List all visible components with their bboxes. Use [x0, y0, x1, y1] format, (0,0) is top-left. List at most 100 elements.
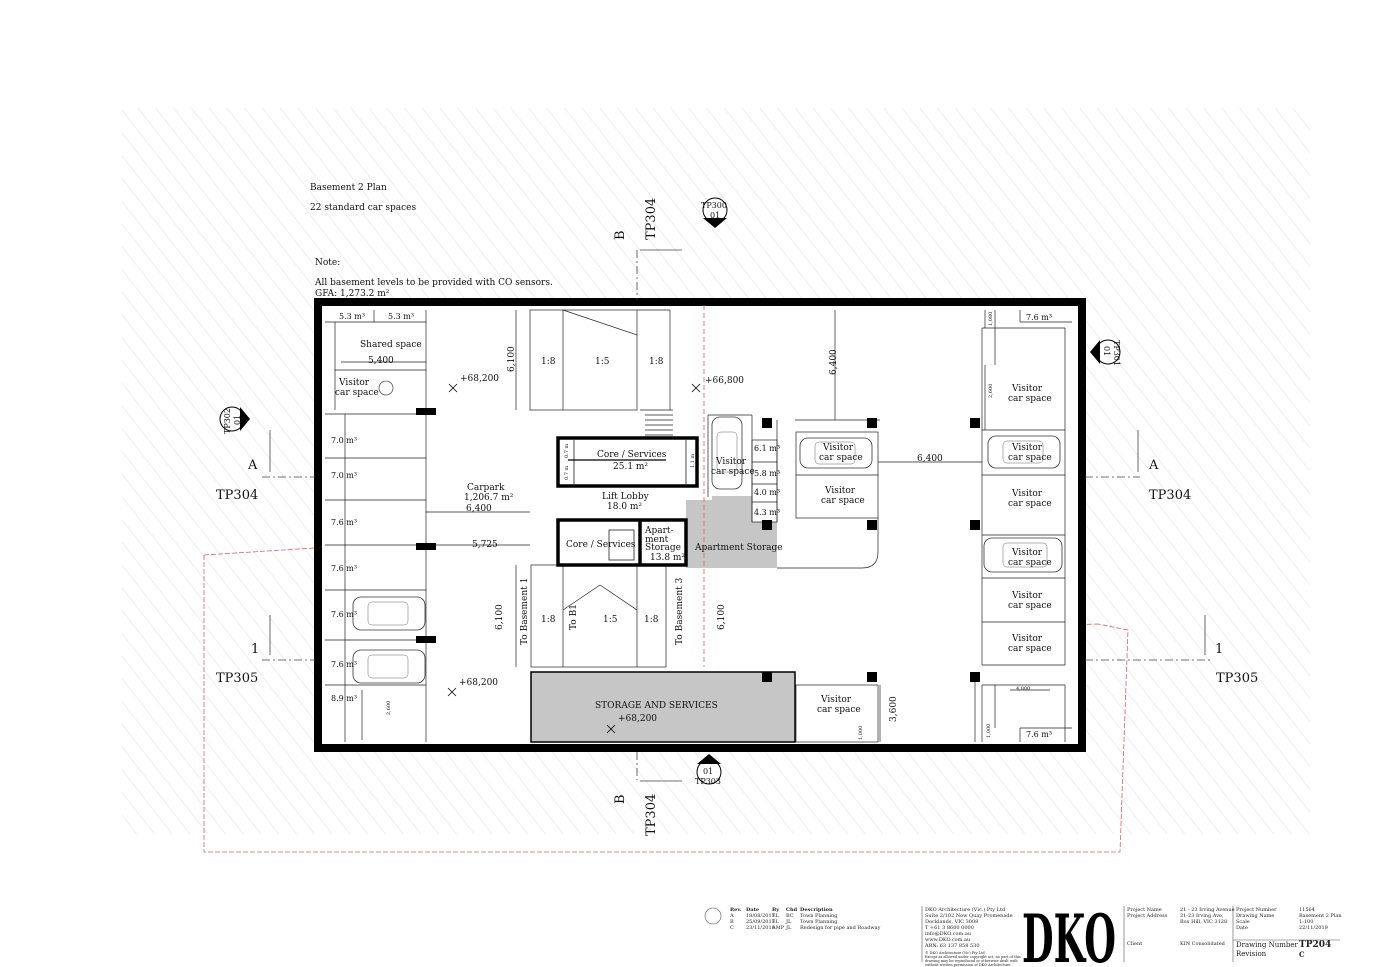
client-label: Client [1127, 941, 1143, 947]
level-68200-a: +68,200 [460, 374, 499, 384]
firm-line: ABN: 63 137 858 530 [925, 943, 980, 949]
outer-wall [314, 298, 1086, 752]
visitor-label: Visitor [715, 457, 747, 467]
dim-3600: 3,600 [889, 696, 899, 722]
core-dim: 0.7 m [564, 465, 570, 480]
section-tp304-bottom: TP304 [644, 794, 659, 836]
storage-area: 4.3 m³ [754, 508, 780, 517]
storage-area: 7.6 m³ [331, 518, 357, 527]
dim-4800: 4,800 [1016, 686, 1030, 692]
storage-services-label: STORAGE AND SERVICES [595, 701, 718, 711]
drawing-name: Basement 2 Plan [1299, 913, 1342, 919]
copyright-line: © DKO Architecture (Vic) Pty Ltd [925, 951, 985, 955]
storage-services-room [530, 671, 796, 743]
date-header: Date [746, 907, 760, 913]
storage-label: Storage [645, 543, 681, 553]
car-icon [987, 435, 1061, 469]
chd-cell: JL [786, 919, 792, 925]
firm-line: Suite 2/102 New Quay Promenade [925, 913, 1013, 919]
storage-area: 7.6 m³ [1026, 730, 1052, 739]
structural-columns [416, 408, 980, 682]
chd-cell: BC [786, 913, 794, 919]
dim-5725: 5,725 [472, 540, 498, 550]
firm-address: DKO Architecture (Vic.) Pty Ltd Suite 2/… [925, 907, 1021, 967]
visitor-label: Visitor [338, 378, 370, 388]
car-space-label: car space [1008, 644, 1052, 654]
section-tp305-left: TP305 [216, 671, 258, 686]
by-cell: EL [772, 913, 779, 919]
visitor-label: Visitor [824, 486, 856, 496]
dim-2600: 2,600 [386, 701, 392, 715]
rev-cell: C [730, 925, 734, 931]
visitor-label: Visitor [1011, 591, 1043, 601]
storage-area: 7.6 m³ [331, 660, 357, 669]
core-dim: 0.7 m [564, 443, 570, 458]
project-name: 21 - 23 Irving Avenue [1180, 907, 1235, 913]
by-cell: AMP [772, 925, 785, 931]
car-icon [711, 416, 743, 490]
dim-1080: 1,080 [988, 312, 994, 326]
car-icon [352, 649, 426, 684]
car-space-label: car space [821, 496, 865, 506]
core-dim: 1.1 m [690, 453, 696, 468]
date-label: Date [1236, 925, 1248, 931]
rev-cell: B [730, 919, 734, 925]
core-services-label-2: Core / Services [566, 540, 636, 550]
scale-label: Scale [1236, 919, 1250, 925]
ramp-grade: 1:8 [644, 615, 659, 625]
apartment-storage-room [686, 496, 777, 568]
chd-cell: JL [786, 925, 792, 931]
elevation-01: 01 [710, 211, 720, 220]
section-1-number: 1 [251, 642, 259, 657]
elevation-tp300: TP300 [701, 201, 727, 210]
storage-area: 5.3 m³ [339, 312, 365, 321]
lift-lobby-label: Lift Lobby [602, 492, 650, 502]
north-point-icon [704, 907, 722, 925]
carpark-area: 1,206.7 m² [464, 493, 514, 503]
car-space-label: car space [817, 705, 861, 715]
project-labels: Project Name Project Address Client [1127, 907, 1179, 947]
section-cut-lines [262, 250, 1210, 780]
dim-2600: 2,600 [988, 384, 994, 398]
car-space-label: car space [1008, 453, 1052, 463]
level-66800: +66,800 [705, 376, 744, 386]
project-values: 21 - 23 Irving Avenue 21-23 Irving Ave, … [1180, 907, 1235, 947]
elevation-tp302: TP302 [223, 408, 232, 434]
visitor-label: Visitor [820, 695, 852, 705]
to-basement-3-label: To Basement 3 [675, 577, 685, 645]
carpark-label: Carpark [467, 483, 505, 493]
elevation-01: 01 [233, 415, 242, 425]
dim-6400-a: 6,400 [466, 504, 492, 514]
car-icon [983, 537, 1063, 573]
note-label: Note: [315, 258, 341, 268]
section-tp304-left: TP304 [216, 488, 258, 503]
description-header: Description [800, 907, 833, 913]
plan-linework [325, 309, 1072, 743]
car-space-label: car space [1008, 558, 1052, 568]
car-space-label: car space [711, 467, 755, 477]
firm-line: info@DKO.com.au [925, 931, 972, 937]
dim-5400: 5,400 [368, 356, 394, 366]
firm-line: Docklands, VIC 3008 [925, 919, 979, 925]
section-b-letter: B [613, 794, 628, 804]
to-basement-1-label: To Basement 1 [520, 578, 530, 645]
copyright-line: without written permission of DKO Archit… [925, 963, 1012, 967]
elevation-01: 01 [1102, 346, 1111, 356]
scale-value: 1:100 [1299, 919, 1314, 925]
storage-area: 7.6 m³ [1026, 313, 1052, 322]
plan-title: Basement 2 Plan [310, 183, 387, 193]
drawing-number-label: Drawing Number [1236, 941, 1298, 949]
apt-storage-area: 13.8 m² [650, 553, 685, 563]
elevation-tp301: TP301 [1112, 340, 1121, 366]
ramp-grade: 1:8 [541, 615, 556, 625]
project-number-label: Project Number [1236, 907, 1277, 913]
drawing-labels: Project Number Drawing Name Scale Date D… [1236, 907, 1298, 959]
accessible-icon [378, 380, 394, 396]
drawing-number: TP204 [1299, 940, 1332, 950]
firm-line: DKO Architecture (Vic.) Pty Ltd [925, 907, 1006, 913]
shared-space-label: Shared space [360, 340, 422, 350]
core-services-label: Core / Services [597, 450, 667, 460]
title-block-lines [704, 906, 1340, 962]
